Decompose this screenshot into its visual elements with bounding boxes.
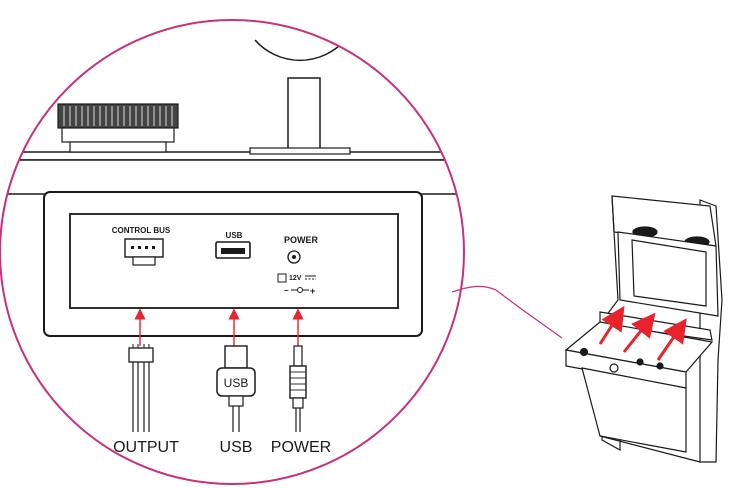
joystick-shaft — [287, 77, 321, 153]
usb-cable: USB — [216, 345, 256, 432]
power-port: POWER 12V − + — [277, 235, 319, 296]
polarity-center-icon — [297, 287, 303, 293]
cabinet-front-rail — [0, 159, 464, 195]
output-caption: OUTPUT — [113, 439, 179, 456]
dc-symbol-icon — [277, 273, 287, 283]
arcade-cabinet-icon — [564, 195, 723, 463]
cabinet-top-edge — [0, 151, 464, 161]
magnified-view — [0, 39, 464, 337]
joystick-ball — [254, 39, 346, 62]
rotary-knob — [57, 103, 179, 153]
power-caption: POWER — [271, 439, 331, 456]
usb-caption: USB — [220, 439, 253, 456]
polarity-plus: + — [310, 286, 315, 296]
usb-port: USB — [215, 231, 251, 259]
control-bus-port: CONTROL BUS — [112, 226, 171, 266]
joystick-base — [249, 147, 351, 155]
port-arrows — [134, 308, 304, 346]
polarity-minus: − — [284, 286, 289, 295]
output-cable — [128, 344, 154, 432]
usb-port-label: USB — [226, 231, 243, 240]
connector-plate-inner — [69, 213, 399, 309]
callout-leader-line — [451, 285, 563, 339]
power-port-label: POWER — [284, 235, 319, 245]
usb-plug-label: USB — [224, 376, 249, 390]
voltage-label: 12V — [289, 275, 302, 282]
control-bus-label: CONTROL BUS — [112, 226, 171, 235]
callout-circle — [0, 19, 465, 485]
power-cable — [289, 345, 307, 432]
cabinet-port-arrows — [598, 305, 687, 361]
